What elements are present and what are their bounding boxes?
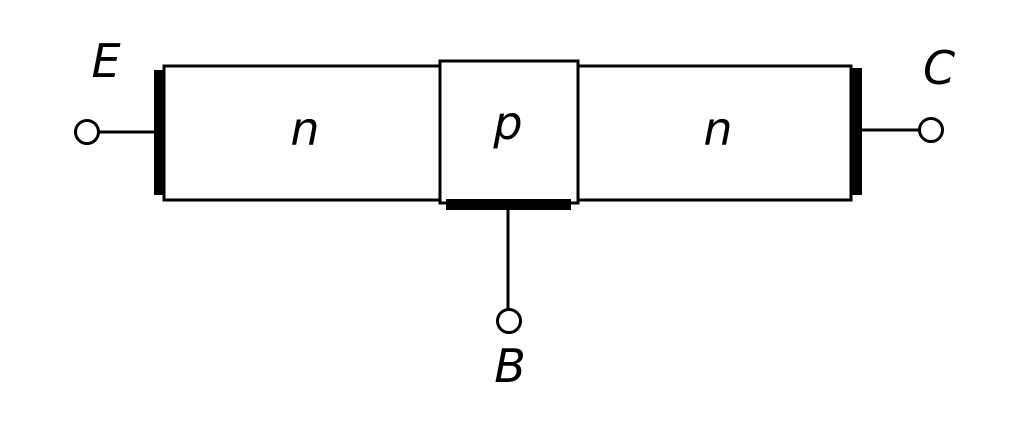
base-terminal-circle (496, 308, 522, 334)
emitter-contact-bar (154, 70, 165, 195)
collector-terminal-label: C (923, 41, 955, 95)
emitter-region-label: n (290, 102, 319, 156)
base-region-box (438, 59, 580, 205)
collector-contact-bar (851, 68, 862, 195)
base-contact-bar (446, 199, 571, 210)
base-terminal-label: B (494, 339, 526, 393)
emitter-terminal-circle (74, 119, 100, 145)
collector-terminal-circle (918, 117, 944, 143)
emitter-terminal-label: E (91, 34, 120, 88)
base-region-label: p (492, 96, 522, 150)
collector-region-label: n (703, 102, 732, 156)
